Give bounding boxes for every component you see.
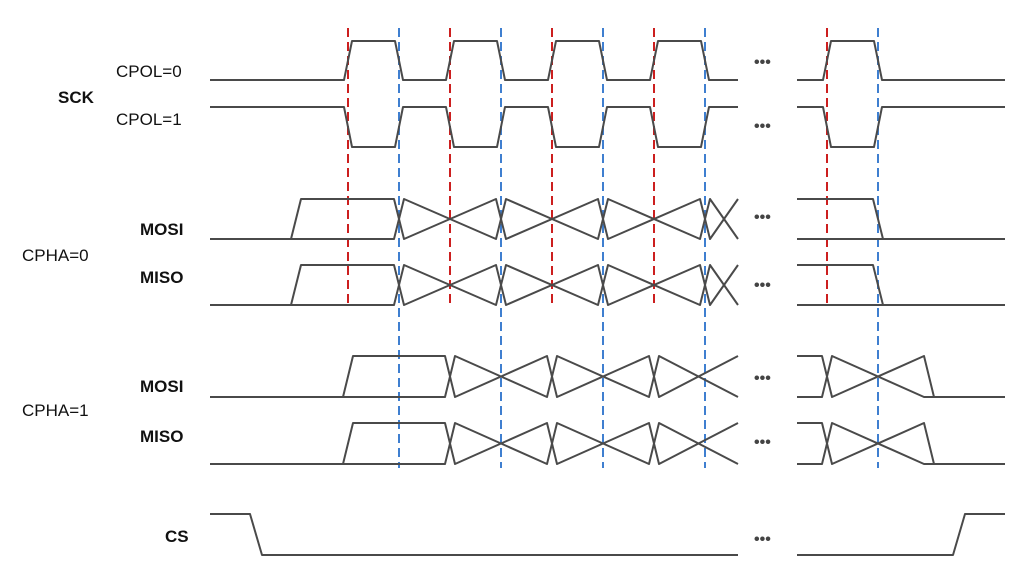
mosi-cpha1-bus-a — [342, 355, 739, 398]
miso-cpha0-bus-a-tail — [797, 264, 884, 306]
sck-cpol1-wave-tail — [797, 106, 1005, 148]
ellipsis-4: ••• — [754, 277, 771, 294]
waveforms — [210, 40, 1005, 556]
ellipsis-1: ••• — [754, 54, 771, 71]
mosi-cpha0-bus-b — [291, 198, 739, 240]
cpol0-label: CPOL=0 — [116, 62, 182, 81]
sck-cpol0-wave-tail — [797, 40, 1005, 81]
miso-cpha0-bus-b — [291, 264, 739, 306]
mosi-cpha1-bus-b-tail — [797, 355, 934, 398]
miso-cpha1-bus-a-tail — [797, 422, 935, 465]
miso-cpha1-bus-b — [343, 422, 739, 465]
miso-cpha1-bus-a — [342, 422, 739, 465]
ellipsis-7: ••• — [754, 531, 771, 548]
cpha0-label: CPHA=0 — [22, 246, 89, 265]
miso-cpha1-label: MISO — [140, 427, 183, 446]
cs-label: CS — [165, 527, 189, 546]
mosi-cpha1-bus-a-tail — [797, 355, 935, 398]
ellipsis-6: ••• — [754, 434, 771, 451]
cs-wave-tail — [797, 513, 1005, 556]
sck-label: SCK — [58, 88, 95, 107]
miso-cpha0-label: MISO — [140, 268, 183, 287]
edge-markers — [347, 28, 879, 468]
cs-wave — [210, 513, 738, 556]
cpha1-label: CPHA=1 — [22, 401, 89, 420]
miso-cpha1-bus-b-tail — [797, 422, 934, 465]
sck-cpol0-wave — [210, 40, 738, 81]
mosi-cpha1-bus-b — [343, 355, 739, 398]
cpol1-label: CPOL=1 — [116, 110, 182, 129]
mosi-cpha0-label: MOSI — [140, 220, 183, 239]
ellipsis-3: ••• — [754, 209, 771, 226]
mosi-cpha0-bus-a-tail — [797, 198, 884, 240]
ellipsis-2: ••• — [754, 118, 771, 135]
sck-cpol1-wave — [210, 106, 738, 148]
miso-cpha0-bus-a — [290, 264, 739, 306]
mosi-cpha0-bus-a — [290, 198, 739, 240]
ellipsis-marks: ••• ••• ••• ••• ••• ••• ••• — [754, 54, 771, 548]
mosi-cpha1-label: MOSI — [140, 377, 183, 396]
ellipsis-5: ••• — [754, 370, 771, 387]
